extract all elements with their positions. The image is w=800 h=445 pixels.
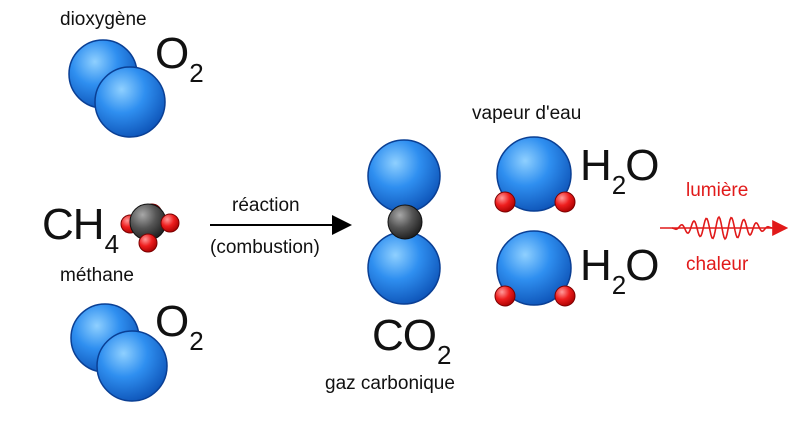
energy-wave-arrow [660, 215, 789, 241]
combustion-label: (combustion) [210, 237, 320, 258]
o2-molecule-bottom [70, 303, 168, 402]
light-label: lumière [686, 180, 749, 201]
h2o-molecule-top [494, 136, 576, 213]
co2-formula: CO2 [372, 311, 452, 370]
water-vapor-label: vapeur d'eau [472, 103, 582, 124]
co2-molecule [367, 139, 441, 305]
ch4-molecule [120, 203, 180, 253]
o2-top-formula: O2 [155, 29, 204, 88]
o2-molecule-top [68, 39, 166, 138]
o2-bottom-formula: O2 [155, 297, 204, 356]
ch4-formula: CH4 [42, 200, 119, 259]
reaction-label: réaction [232, 195, 300, 216]
dioxygen-name-label: dioxygène [60, 9, 147, 30]
methane-name-label: méthane [60, 265, 134, 286]
co2-name-label: gaz carbonique [325, 373, 455, 394]
heat-label: chaleur [686, 254, 749, 275]
h2o-top-formula: H2O [580, 141, 659, 200]
h2o-molecule-bottom [494, 230, 576, 307]
h2o-bottom-formula: H2O [580, 241, 659, 300]
